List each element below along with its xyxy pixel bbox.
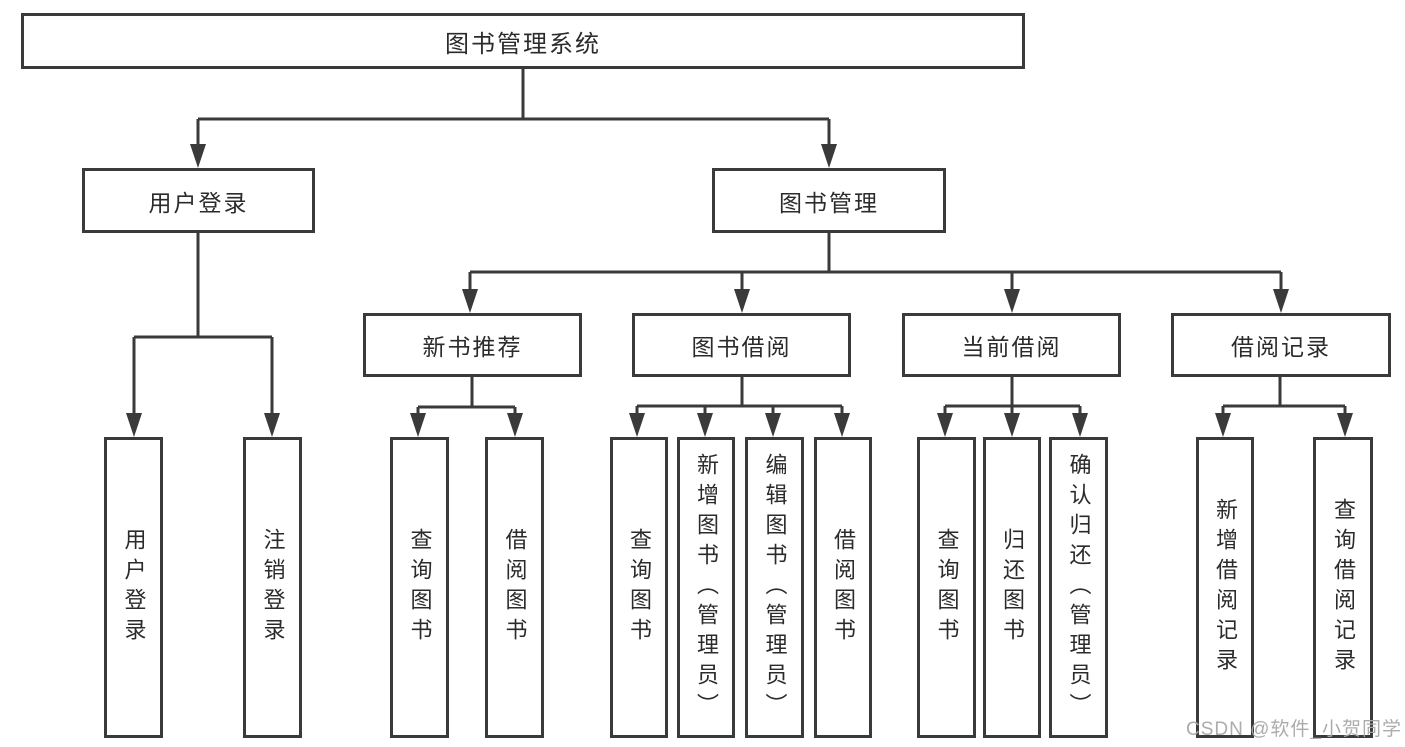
connector-arrowhead <box>937 413 953 437</box>
node-book-management: 图书管理 <box>712 168 946 233</box>
leaf-borrow-books: 借阅图书 <box>814 437 872 738</box>
connector-arrowhead <box>190 144 206 168</box>
leaf-query-borrow-record: 查询借阅记录 <box>1313 437 1373 738</box>
connector-arrowhead <box>1215 413 1231 437</box>
connector-arrowhead <box>697 413 713 437</box>
connector-arrowhead <box>821 144 837 168</box>
connector-arrowhead <box>507 413 523 437</box>
connector-arrowhead <box>1004 289 1020 313</box>
connector-arrowhead <box>1004 413 1020 437</box>
leaf-edit-books-admin: 编辑图书（管理员） <box>745 437 804 738</box>
node-borrow-records: 借阅记录 <box>1171 313 1391 377</box>
connector-arrowhead <box>264 413 280 437</box>
connector-arrowhead <box>1337 413 1353 437</box>
connector-arrowhead <box>410 413 426 437</box>
leaf-borrow-books-recommend: 借阅图书 <box>485 437 544 738</box>
leaf-query-books-current: 查询图书 <box>917 437 976 738</box>
leaf-add-books-admin: 新增图书（管理员） <box>677 437 735 738</box>
connector-arrowhead <box>834 413 850 437</box>
connector-arrowhead <box>734 289 750 313</box>
connector-arrowheads <box>126 144 1353 437</box>
connector-arrowhead <box>126 413 142 437</box>
node-new-book-recommend: 新书推荐 <box>363 313 582 377</box>
node-current-borrow: 当前借阅 <box>902 313 1121 377</box>
connector-arrowhead <box>629 413 645 437</box>
node-user-login: 用户登录 <box>82 168 315 233</box>
connector-arrowhead <box>765 413 781 437</box>
leaf-confirm-return-admin: 确认归还（管理员） <box>1049 437 1108 738</box>
connector-arrowhead <box>1273 289 1289 313</box>
leaf-logout: 注销登录 <box>243 437 302 738</box>
watermark: CSDN @软件_小贺同学 <box>1186 719 1402 740</box>
node-book-borrow: 图书借阅 <box>632 313 851 377</box>
leaf-query-books-recommend: 查询图书 <box>390 437 449 738</box>
connector-arrowhead <box>462 289 478 313</box>
leaf-return-books: 归还图书 <box>983 437 1041 738</box>
connector-arrowhead <box>1072 413 1088 437</box>
leaf-user-login: 用户登录 <box>104 437 163 738</box>
leaf-add-borrow-record: 新增借阅记录 <box>1196 437 1254 738</box>
node-root: 图书管理系统 <box>21 13 1025 69</box>
leaf-query-books-borrow: 查询图书 <box>610 437 668 738</box>
